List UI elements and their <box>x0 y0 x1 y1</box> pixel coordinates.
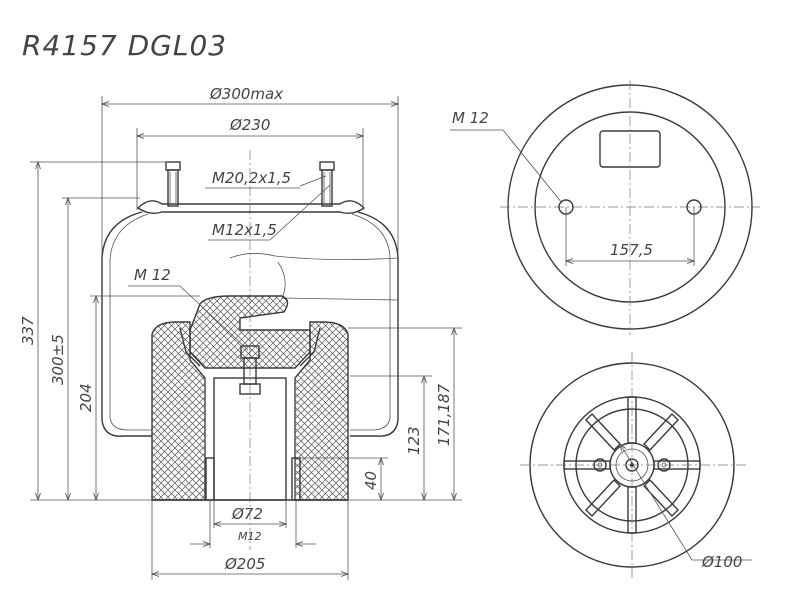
dim-h300: 300±5 <box>49 334 67 385</box>
bellows-cutaway-2 <box>277 261 399 301</box>
top-plate <box>136 200 366 215</box>
dim-m12x15: M12x1,5 <box>212 221 277 239</box>
bottom-view-hole-right <box>657 458 671 472</box>
dim-d72: Ø72 <box>231 505 263 523</box>
dim-d205: Ø205 <box>224 555 265 573</box>
bottom-view-ribs <box>563 396 701 534</box>
dim-d300: Ø300max <box>209 85 283 103</box>
side-dimensions: Ø300max Ø230 M20,2x1,5 M12x1,5 M 12 337 … <box>19 85 462 580</box>
dim-h123: 123 <box>405 426 423 455</box>
bottom-view-center-hole <box>625 458 639 472</box>
dim-h337: 337 <box>19 316 37 345</box>
bottom-view-hole-left <box>593 458 607 472</box>
dim-h171: 171,187 <box>435 384 453 446</box>
piston-right-cut <box>294 321 349 501</box>
dim-d100: Ø100 <box>701 553 742 571</box>
dim-w157: 157,5 <box>610 241 653 259</box>
bellows-cutaway <box>229 253 399 260</box>
dim-h40: 40 <box>362 471 380 490</box>
dim-h204: 204 <box>77 383 95 412</box>
dim-m12-small: M12 <box>238 530 262 543</box>
left-stud <box>165 161 181 207</box>
drawing-title: R4157 DGL03 <box>22 29 227 62</box>
bellows-inner <box>109 213 391 431</box>
bottom-bolt-left <box>205 457 215 501</box>
piston-lip <box>179 327 321 367</box>
dim-d230: Ø230 <box>229 116 270 134</box>
side-section-view <box>101 150 399 550</box>
center-bolt <box>239 345 261 395</box>
piston-insert <box>189 295 311 369</box>
top-view: 157,5 M 12 <box>450 80 760 335</box>
right-stud <box>319 161 335 207</box>
bellows-outline <box>101 211 399 437</box>
dim-m12-top: M 12 <box>452 109 489 127</box>
piston-left-cut <box>151 321 206 501</box>
dim-m12-left: M 12 <box>134 266 171 284</box>
bottom-view: Ø100 <box>520 352 752 580</box>
dim-m20: M20,2x1,5 <box>212 169 291 187</box>
